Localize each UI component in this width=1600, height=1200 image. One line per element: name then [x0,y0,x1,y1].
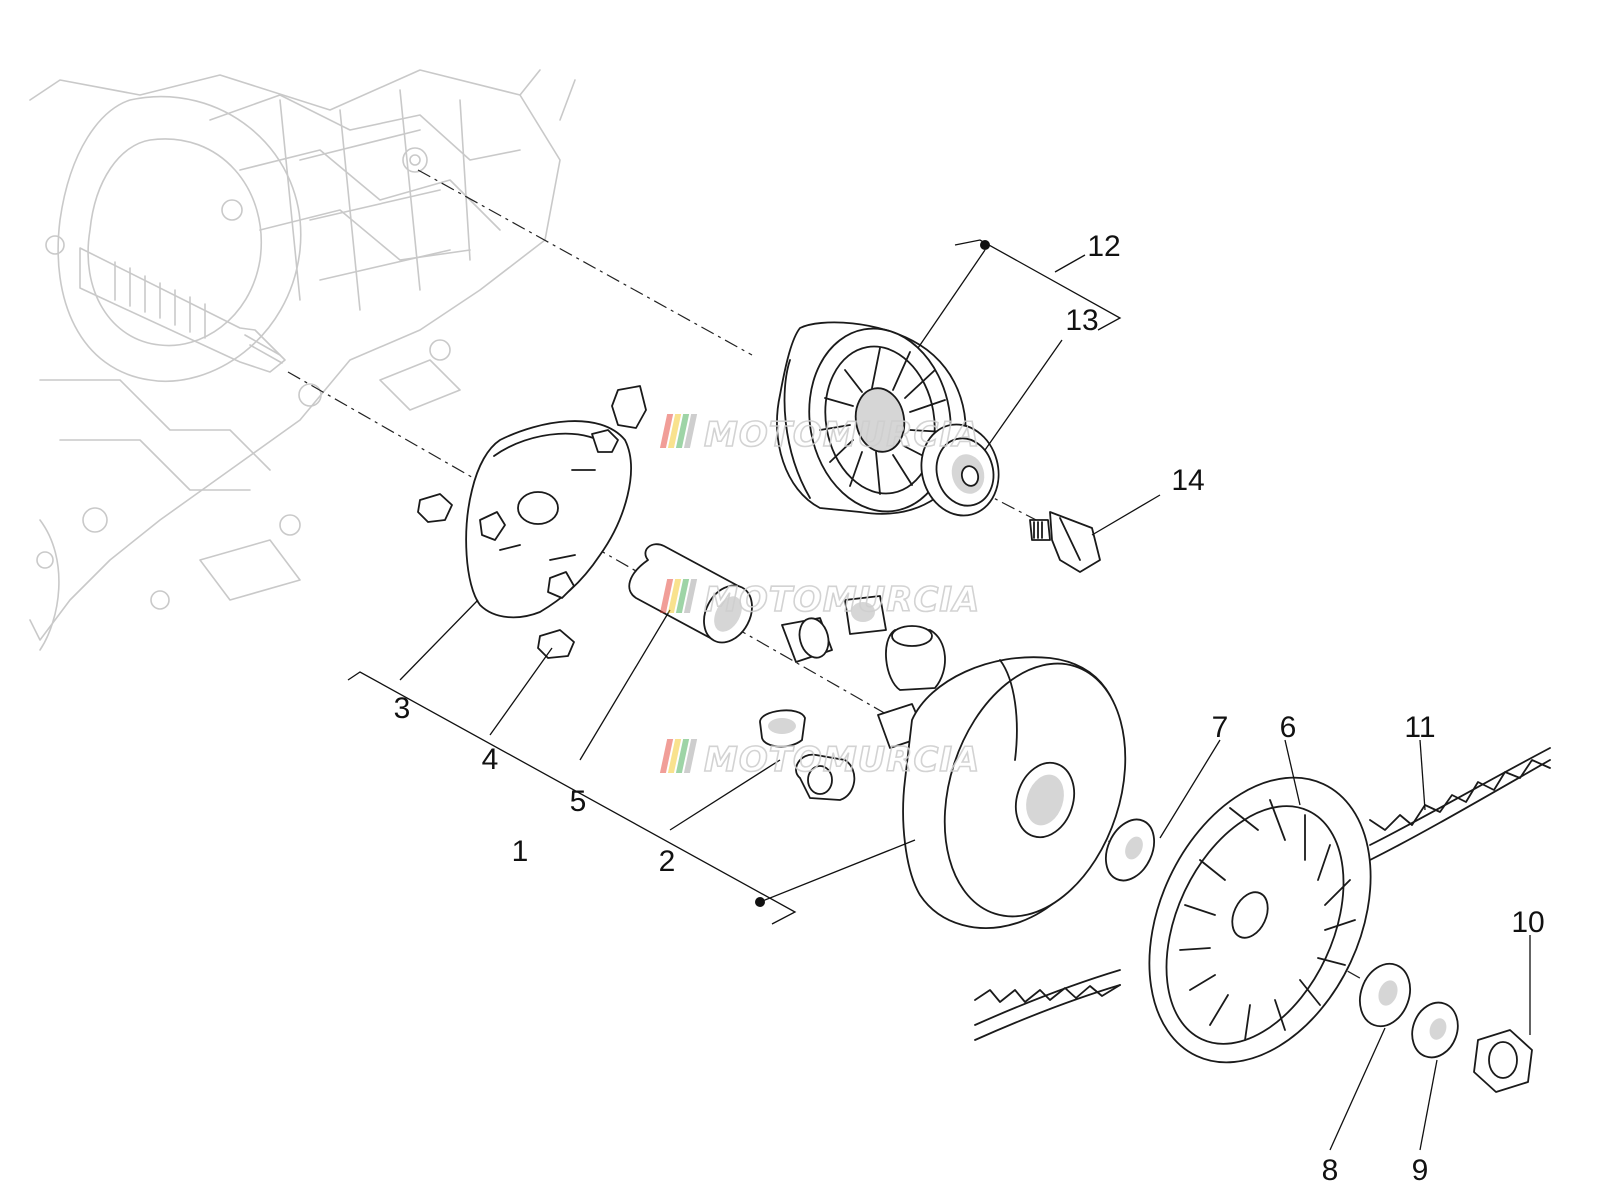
leader-lines [399,249,1531,1151]
watermark-bottom: MOTOMURCIA [659,739,980,781]
driven-pulley [776,321,967,515]
ramp-plate [465,420,632,619]
watermark-text: MOTOMURCIA [704,580,980,620]
callout-11: 11 [1404,711,1435,744]
belt-upper [1369,747,1551,861]
sliders [417,385,647,659]
bushing-sleeve [628,543,753,644]
washer-8 [1359,962,1411,1028]
watermark-top: MOTOMURCIA [659,414,980,456]
fan-pulley [1148,776,1372,1064]
callout-6: 6 [1280,711,1297,744]
washer-7 [1105,818,1155,882]
watermark-middle: MOTOMURCIA [659,579,980,621]
watermark-text: MOTOMURCIA [704,740,980,780]
watermark-text: MOTOMURCIA [704,415,980,455]
callout-1: 1 [512,835,529,868]
belt-lower [974,969,1121,1041]
stud-screw [1029,511,1101,573]
callout-8: 8 [1322,1154,1339,1187]
callout-5: 5 [570,785,587,818]
callout-labels: 1 2 3 4 5 6 7 8 9 10 11 12 13 14 [394,230,1545,1187]
callout-13: 13 [1065,304,1098,337]
crankcase-ghost [29,69,576,651]
callout-9: 9 [1412,1154,1429,1187]
nut [1473,1029,1533,1093]
group-brackets [347,239,1122,925]
callout-2: 2 [659,845,676,878]
callout-10: 10 [1511,906,1544,939]
callout-14: 14 [1171,464,1204,497]
drive-pulley-half [902,656,1127,929]
callout-12: 12 [1087,230,1120,263]
callout-3: 3 [394,692,411,725]
callout-7: 7 [1212,711,1229,744]
callout-4: 4 [482,743,499,776]
bearing [920,423,1000,517]
washer-9 [1411,1001,1459,1059]
